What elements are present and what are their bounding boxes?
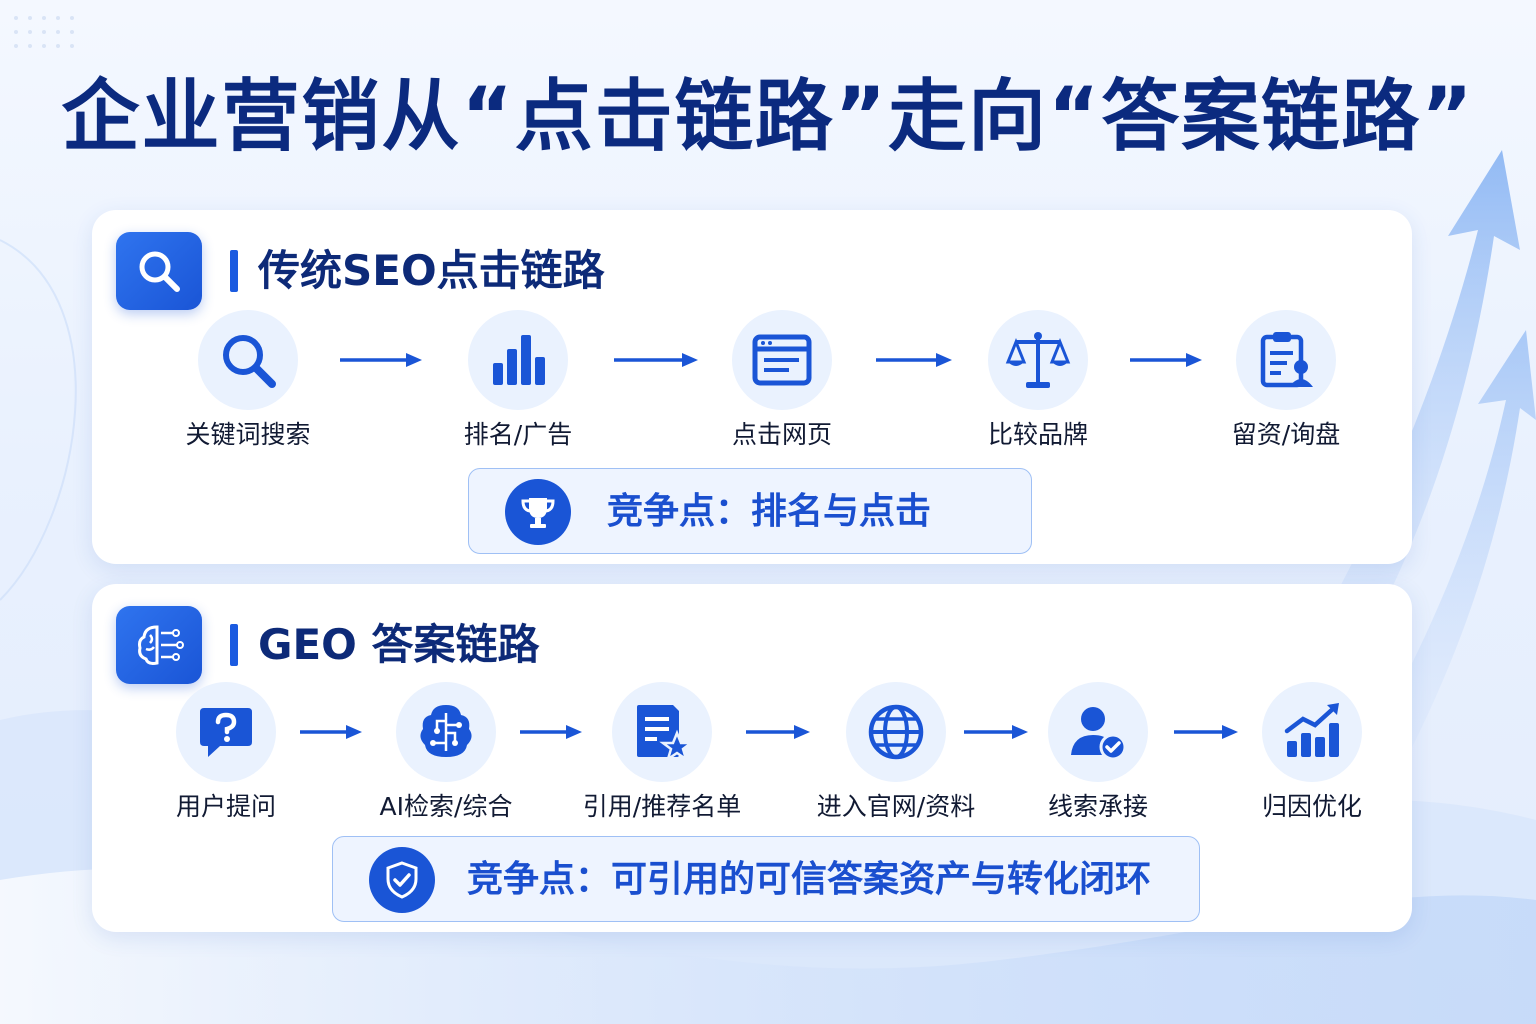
flow-arrow xyxy=(340,353,422,367)
globe-icon xyxy=(846,682,946,782)
seo-step-click-webpage: 点击网页 xyxy=(672,310,892,452)
step-label: 点击网页 xyxy=(731,420,832,449)
page-title: 企业营销从“点击链路”走向“答案链路” xyxy=(61,72,1475,162)
browser-window-icon xyxy=(732,310,832,410)
step-label: 比较品牌 xyxy=(987,420,1088,449)
document-star-icon xyxy=(612,682,712,782)
geo-step-lead-capture: 线索承接 xyxy=(988,682,1208,824)
bar-chart-icon xyxy=(468,310,568,410)
geo-compete-box: 竞争点：可引用的可信答案资产与转化闭环 xyxy=(332,836,1200,922)
heading-accent-bar xyxy=(230,624,238,666)
balance-scale-icon xyxy=(988,310,1088,410)
flow-arrow xyxy=(1130,353,1202,367)
geo-chain-card: GEO 答案链路 用户提问 AI检索/综合 引用/推荐名单 进入官网/资料 线索… xyxy=(92,584,1412,932)
ai-brain-icon xyxy=(396,682,496,782)
seo-step-keyword-search: 关键词搜索 xyxy=(138,310,358,452)
trophy-icon xyxy=(505,479,571,545)
geo-compete-text: 竞争点：可引用的可信答案资产与转化闭环 xyxy=(467,859,1152,900)
step-label: 归因优化 xyxy=(1261,792,1362,821)
flow-arrow xyxy=(876,353,952,367)
step-label: 用户提问 xyxy=(175,792,276,821)
search-icon xyxy=(198,310,298,410)
ai-brain-icon xyxy=(116,606,202,684)
flow-arrow xyxy=(964,725,1028,739)
seo-heading: 传统SEO点击链路 xyxy=(258,246,605,295)
step-label: 排名/广告 xyxy=(463,420,573,449)
geo-step-ai-retrieval: AI检索/综合 xyxy=(336,682,556,824)
step-label: 进入官网/资料 xyxy=(816,792,976,821)
seo-chain-card: 传统SEO点击链路 关键词搜索 排名/广告 点击网页 比较品牌 留资/询盘 xyxy=(92,210,1412,564)
user-check-icon xyxy=(1048,682,1148,782)
geo-heading: GEO 答案链路 xyxy=(258,620,540,669)
question-bubble-icon xyxy=(176,682,276,782)
seo-step-ranking-ads: 排名/广告 xyxy=(408,310,628,452)
heading-accent-bar xyxy=(230,250,238,292)
geo-step-citation-list: 引用/推荐名单 xyxy=(552,682,772,824)
geo-step-user-question: 用户提问 xyxy=(116,682,336,824)
step-label: 留资/询盘 xyxy=(1231,420,1341,449)
step-label: 关键词搜索 xyxy=(185,420,311,449)
flow-arrow xyxy=(1174,725,1238,739)
seo-step-compare-brands: 比较品牌 xyxy=(928,310,1148,452)
seo-step-leads-inquiry: 留资/询盘 xyxy=(1176,310,1396,452)
flow-arrow xyxy=(520,725,582,739)
flow-arrow xyxy=(746,725,810,739)
flow-arrow xyxy=(614,353,698,367)
seo-compete-box: 竞争点：排名与点击 xyxy=(468,468,1032,554)
step-label: 线索承接 xyxy=(1047,792,1148,821)
search-icon xyxy=(116,232,202,310)
step-label: AI检索/综合 xyxy=(379,792,513,821)
clipboard-user-icon xyxy=(1236,310,1336,410)
seo-compete-text: 竞争点：排名与点击 xyxy=(607,491,932,532)
flow-arrow xyxy=(300,725,362,739)
geo-step-visit-website: 进入官网/资料 xyxy=(786,682,1006,824)
growth-chart-icon xyxy=(1262,682,1362,782)
geo-step-attribution: 归因优化 xyxy=(1202,682,1422,824)
shield-check-icon xyxy=(369,847,435,913)
step-label: 引用/推荐名单 xyxy=(582,792,742,821)
